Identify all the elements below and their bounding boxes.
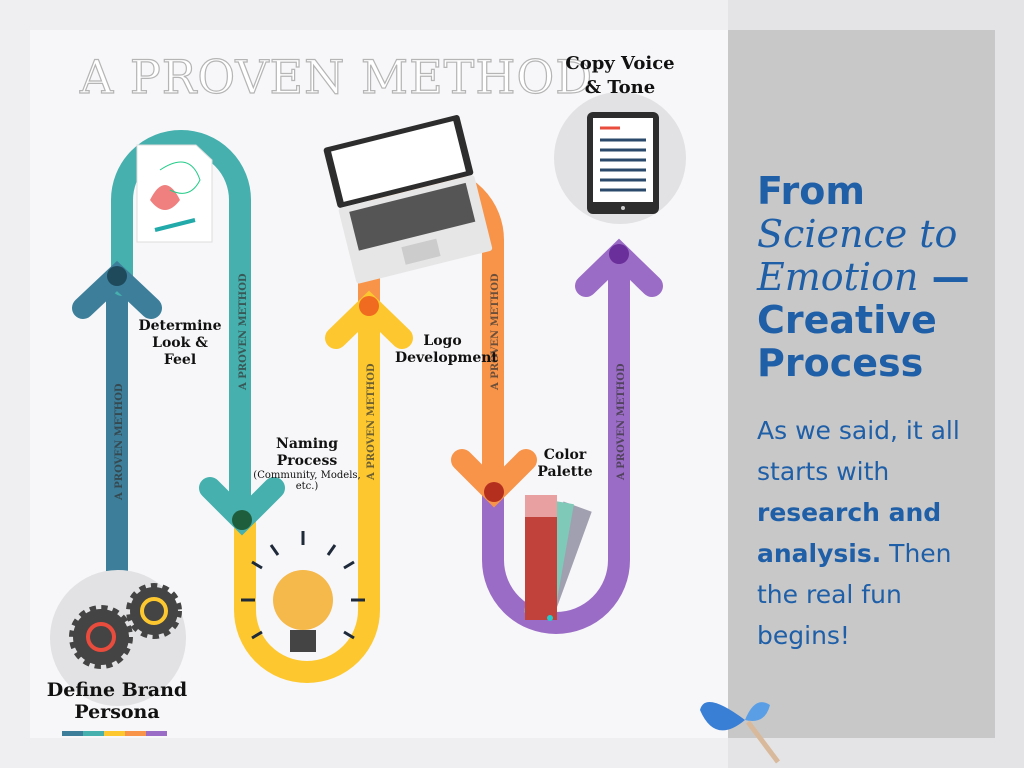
step-label-persona: Define Brand Persona	[46, 679, 188, 723]
heading-line: Emotion	[757, 255, 919, 299]
step-label-copy: Copy Voice & Tone	[565, 53, 675, 98]
path-segment-naming	[234, 294, 380, 683]
laptop-icon	[323, 115, 493, 284]
heading-line: Creative	[757, 298, 937, 342]
step-label-logo: Logo Development	[395, 333, 498, 366]
step-label-look: Determine Look & Feel	[138, 318, 222, 368]
butterfly-fairy-icon	[700, 702, 780, 764]
path-label: A PROVEN METHOD	[616, 363, 627, 481]
panel-heading: From Science to Emotion — Creative Proce…	[757, 170, 970, 385]
path-segment-palette	[482, 244, 630, 634]
step-note-naming: (Community, Models, etc.)	[253, 470, 361, 492]
color-swatch-icon	[524, 495, 592, 621]
panel-body: As we said, it all starts with research …	[757, 410, 997, 656]
path-segment-look	[111, 130, 251, 526]
tablet-icon	[554, 92, 686, 224]
body-text: Then the real fun begins!	[757, 539, 952, 650]
heading-line: Process	[757, 341, 924, 385]
gears-icon	[50, 570, 186, 706]
path-label: A PROVEN METHOD	[490, 273, 501, 391]
step-label-palette: Color Palette	[537, 447, 593, 480]
path-label: A PROVEN METHOD	[238, 273, 249, 391]
slide-title: A PROVEN METHOD	[79, 49, 594, 104]
sketch-paper-icon	[136, 144, 213, 243]
lightbulb-icon	[241, 531, 365, 652]
step-label-naming: Naming Process(Community, Models, etc.)	[253, 436, 361, 492]
body-text: As we said, it all starts with	[757, 416, 960, 486]
side-panel	[728, 30, 995, 738]
body-bold: research and analysis.	[757, 498, 942, 568]
heading-line: Science to	[757, 212, 958, 256]
heading-line: From	[757, 169, 865, 213]
path-label: A PROVEN METHOD	[366, 363, 377, 481]
heading-dash: —	[918, 255, 970, 299]
path-label: A PROVEN METHOD	[114, 383, 125, 501]
